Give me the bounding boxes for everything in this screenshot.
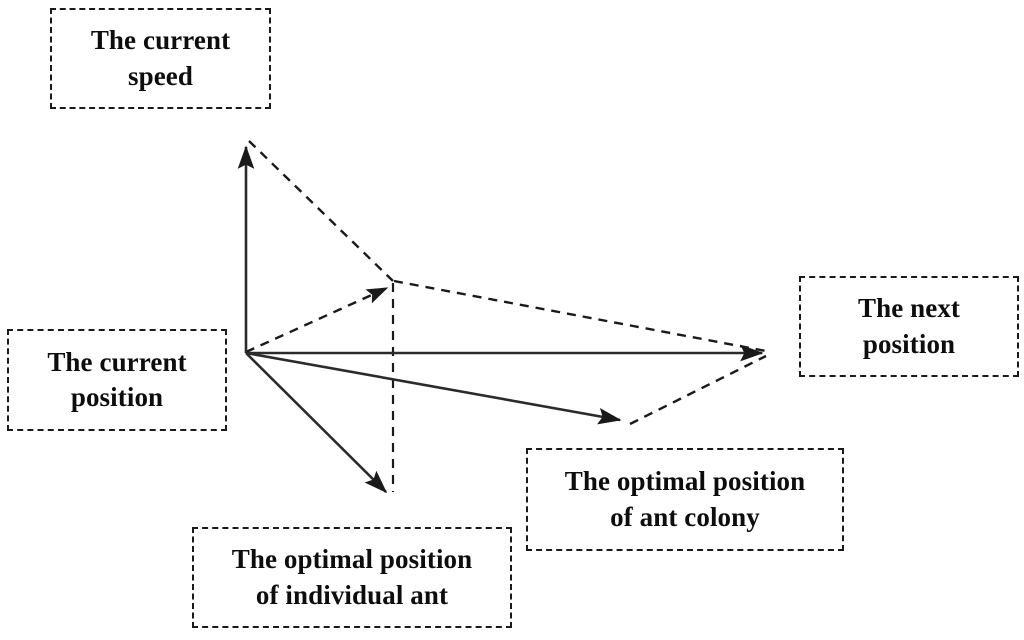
colony-to-next-construction-line <box>629 354 767 426</box>
individual-ant-optimum-vector <box>245 352 388 494</box>
label-text-current-position: The current position <box>47 346 187 412</box>
origin-to-junction-construction-arrow <box>245 286 389 354</box>
label-text-ant-colony-optimum: The optimal position of ant colony <box>564 466 806 532</box>
label-text-current-speed: The current speed <box>90 25 231 91</box>
label-box-current-position: The current position <box>7 329 227 431</box>
label-text-individual-ant-optimum: The optimal position of individual ant <box>231 544 473 610</box>
label-box-individual-ant-optimum: The optimal position of individual ant <box>192 527 512 628</box>
junction-to-next-construction-line <box>393 279 767 353</box>
label-box-current-speed: The current speed <box>50 8 271 109</box>
label-box-next-position: The next position <box>799 276 1019 377</box>
label-text-next-position: The next position <box>857 293 961 359</box>
ant-colony-optimum-vector <box>245 351 622 425</box>
speed-to-junction-construction-line <box>248 140 394 282</box>
label-box-ant-colony-optimum: The optimal position of ant colony <box>526 448 844 551</box>
